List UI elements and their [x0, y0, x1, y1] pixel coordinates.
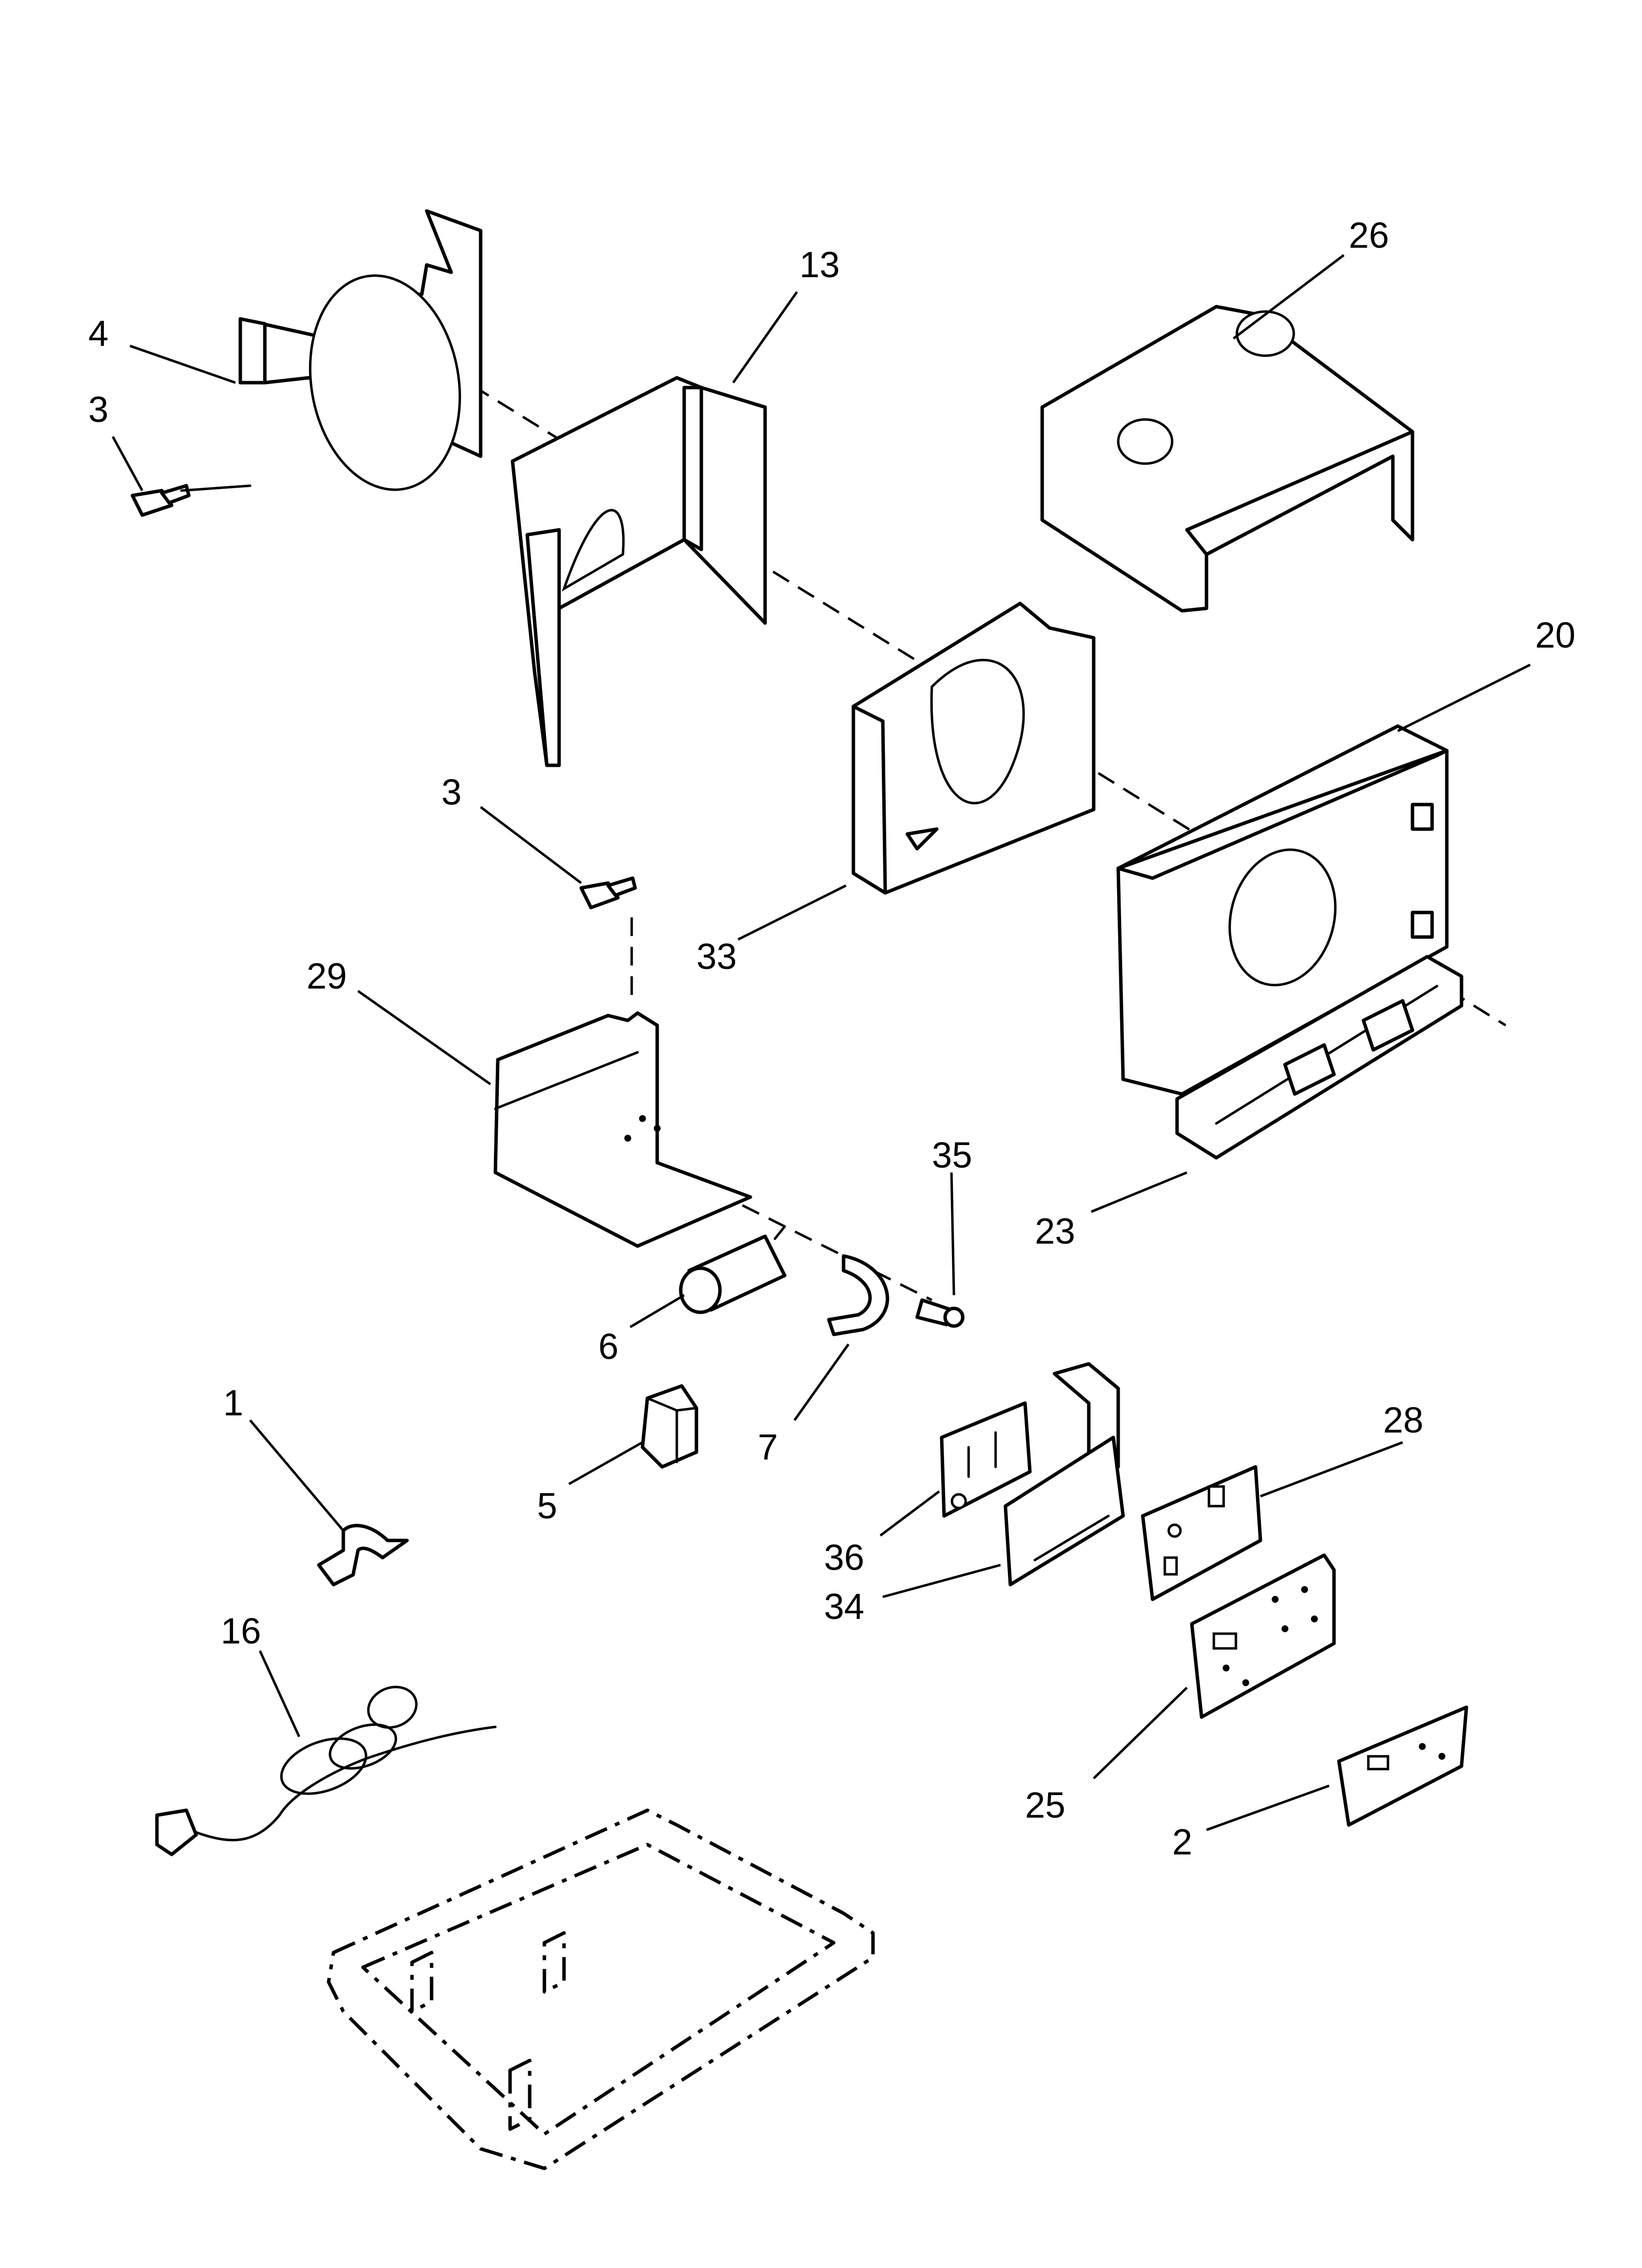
part-36-relay-board[interactable]: [940, 1401, 1032, 1518]
part-6-capacitor[interactable]: [679, 1225, 787, 1314]
screw-guide-3a: [180, 484, 252, 492]
part-7-strap[interactable]: [827, 1254, 889, 1336]
callout-36: 36: [824, 1537, 864, 1578]
callout-34: 34: [824, 1586, 864, 1627]
part-1-clamp[interactable]: [317, 1524, 409, 1587]
leader-lines: [111, 254, 1531, 1831]
callout-29: 29: [307, 956, 347, 996]
part-28-interface-board[interactable]: [1141, 1465, 1262, 1601]
part-23-drain-tray[interactable]: [1175, 955, 1463, 1160]
callout-6: 6: [598, 1326, 618, 1367]
part-16-power-cord[interactable]: [155, 1680, 497, 1856]
part-13-bracket[interactable]: [511, 376, 767, 767]
callout-35: 35: [932, 1135, 972, 1175]
part-26-cover[interactable]: [1040, 305, 1414, 613]
callout-16: 16: [221, 1611, 261, 1651]
callout-1: 1: [223, 1382, 243, 1423]
part-20-partition[interactable]: [1116, 724, 1449, 1096]
part-5-transformer[interactable]: [641, 1384, 698, 1469]
callout-23: 23: [1035, 1211, 1075, 1251]
part-33-scroll[interactable]: [851, 601, 1096, 895]
part-34-control-board[interactable]: [1003, 1362, 1125, 1587]
callout-33: 33: [696, 936, 737, 977]
capacitor-axis: [715, 1191, 933, 1302]
callout-26: 26: [1349, 215, 1389, 256]
phantom-base-pan: [327, 1808, 875, 2170]
callout-5: 5: [537, 1486, 557, 1526]
callout-28: 28: [1383, 1400, 1423, 1440]
part-3-screw-mid[interactable]: [579, 876, 637, 910]
part-29-control-bracket[interactable]: [493, 1011, 752, 1248]
callout-4: 4: [88, 313, 108, 354]
callout-2: 2: [1172, 1822, 1192, 1862]
part-4-shroud[interactable]: [238, 209, 483, 502]
callout-3-mid: 3: [441, 772, 462, 812]
callout-25: 25: [1025, 1785, 1065, 1825]
part-2-overlay[interactable]: [1337, 1705, 1468, 1827]
callout-13: 13: [799, 244, 840, 285]
part-25-control-panel[interactable]: [1190, 1553, 1336, 1719]
callout-20: 20: [1535, 615, 1575, 655]
callout-3-top: 3: [88, 389, 108, 430]
callout-7: 7: [758, 1427, 778, 1467]
part-35-screw[interactable]: [915, 1298, 965, 1328]
callout-labels: 4 3 13 26 20 3 33 29 35 23 6 7 1 5 28 36…: [88, 215, 1575, 1862]
